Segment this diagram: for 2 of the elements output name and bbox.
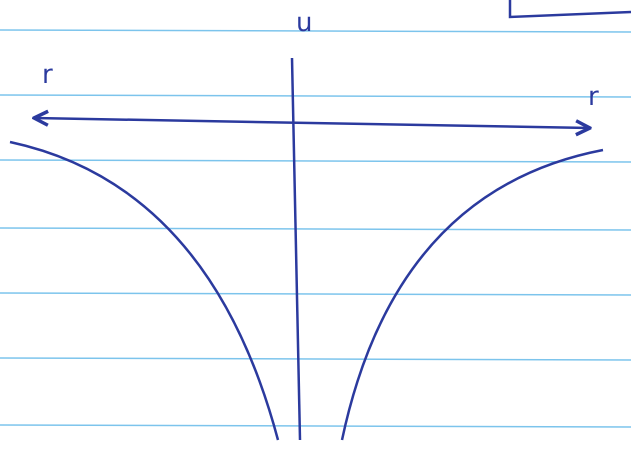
axis-label: u	[296, 10, 312, 36]
axis-label: r	[42, 62, 53, 88]
